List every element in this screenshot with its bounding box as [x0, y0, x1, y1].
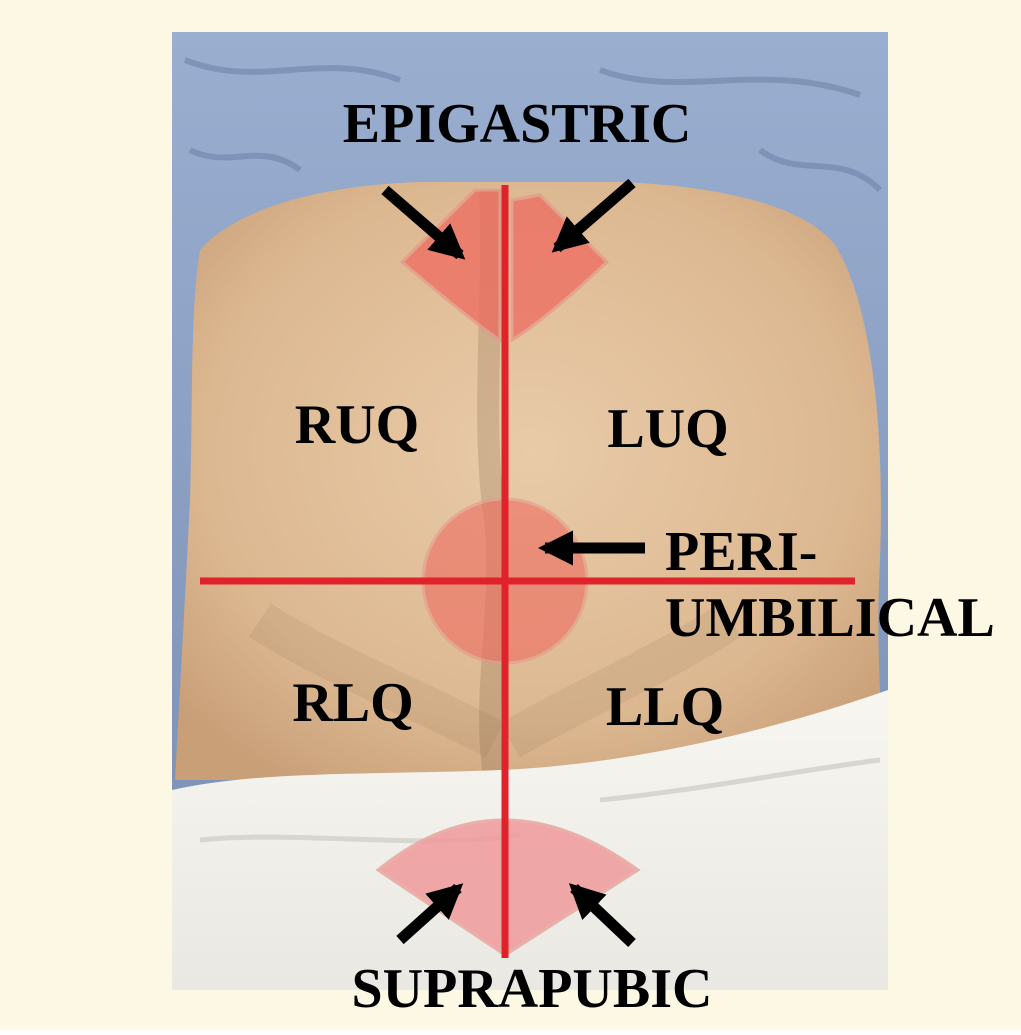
label-llq: LLQ — [606, 676, 724, 738]
label-epigastric: EPIGASTRIC — [343, 93, 692, 155]
label-suprapubic: SUPRAPUBIC — [352, 958, 713, 1020]
label-peri-line2: UMBILICAL — [665, 587, 995, 649]
label-ruq: RUQ — [295, 394, 419, 456]
label-rlq: RLQ — [292, 672, 413, 734]
label-luq: LUQ — [607, 398, 728, 460]
label-peri-line1: PERI- — [665, 521, 817, 583]
